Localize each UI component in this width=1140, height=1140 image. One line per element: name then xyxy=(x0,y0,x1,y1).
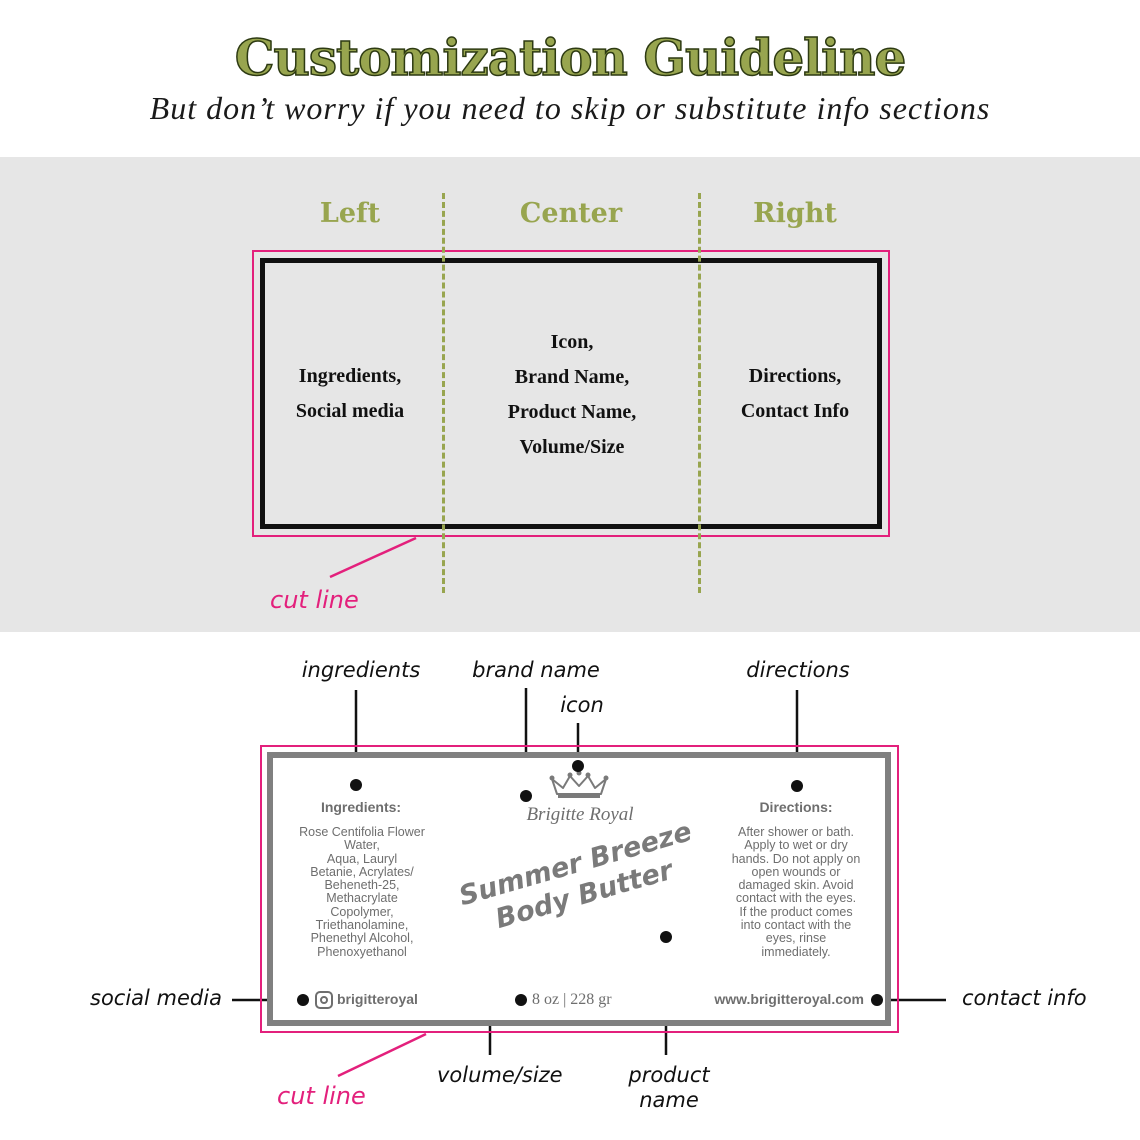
directions-text: After shower or bath. Apply to wet or dr… xyxy=(731,825,861,959)
contact-info-dot xyxy=(871,994,883,1006)
annotation-volume-size: volume/size xyxy=(437,1063,563,1087)
brand-name-dot xyxy=(520,790,532,802)
annotation-directions: directions xyxy=(746,658,850,682)
guide-panel xyxy=(0,157,1140,632)
cut-line-label-bottom: cut line xyxy=(277,1082,366,1110)
column-heading-left: Left xyxy=(319,198,381,229)
left-divider xyxy=(442,193,445,593)
social-media-dot xyxy=(297,994,309,1006)
annotation-icon: icon xyxy=(560,693,604,717)
right-zone-text: Directions, Contact Info xyxy=(740,365,850,422)
brand-name: Brigitte Royal xyxy=(526,804,634,825)
volume-dot xyxy=(515,994,527,1006)
guide-cut-line-box xyxy=(252,250,890,537)
social-handle: brigitteroyal xyxy=(337,991,418,1007)
page-subtitle: But don’t worry if you need to skip or s… xyxy=(149,90,991,126)
instagram-icon xyxy=(315,991,333,1009)
directions-dot xyxy=(791,780,803,792)
volume-size: 8 oz | 228 gr xyxy=(532,991,612,1008)
annotation-social-media: social media xyxy=(90,986,222,1010)
ingredients-title: Ingredients: xyxy=(320,799,402,815)
crown-icon xyxy=(549,770,609,798)
annotation-ingredients: ingredients xyxy=(301,658,421,682)
page-title: Customization Guideline xyxy=(234,27,907,88)
center-zone-text: Icon, Brand Name, Product Name, Volume/S… xyxy=(507,331,637,458)
column-heading-right: Right xyxy=(753,198,837,229)
sample-cut-line-box xyxy=(260,745,899,1033)
annotation-product-name: product name xyxy=(628,1063,710,1112)
product-name-dot xyxy=(660,931,672,943)
left-zone-text: Ingredients, Social media xyxy=(295,365,405,422)
ingredients-list: Rose Centifolia Flower Water, Aqua, Laur… xyxy=(299,825,425,959)
website: www.brigitteroyal.com xyxy=(714,991,864,1007)
directions-title: Directions: xyxy=(759,799,833,815)
column-heading-center: Center xyxy=(519,198,623,229)
cut-line-label-top: cut line xyxy=(270,586,359,614)
annotation-contact-info: contact info xyxy=(962,986,1087,1010)
ingredients-dot xyxy=(350,779,362,791)
annotation-brand-name: brand name xyxy=(472,658,600,682)
guide-label-box xyxy=(260,258,882,529)
right-divider xyxy=(698,193,701,593)
icon-dot xyxy=(572,760,584,772)
